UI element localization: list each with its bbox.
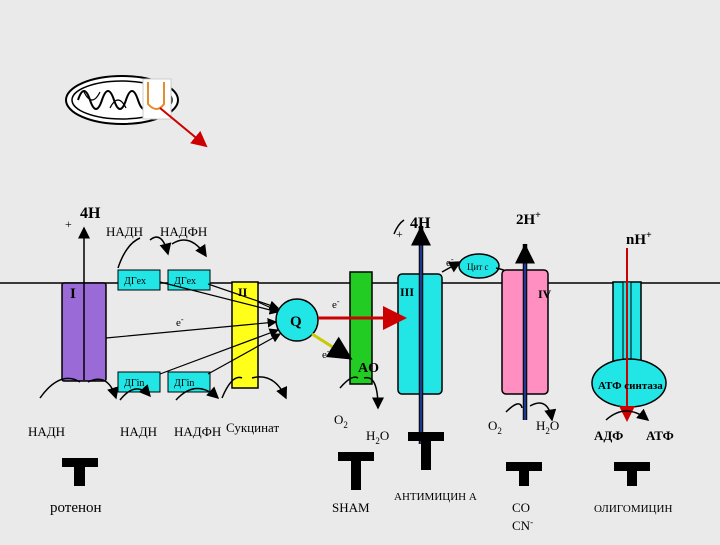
nadh-bottom-label: НАДН (120, 424, 157, 439)
e-cyt-label: e- (446, 255, 454, 269)
oligomycin-label: ОЛИГОМИЦИН (594, 503, 672, 515)
atp-synthase (591, 248, 667, 422)
q-label: Q (290, 314, 302, 330)
sham-inhibitor-icon (338, 452, 374, 490)
dg-in-label-2: ДГin (174, 378, 194, 389)
dg-ex-label-2: ДГex (174, 276, 196, 287)
atp-synthase-label: АТФ синтаза (598, 380, 663, 392)
h2o-right-label: H2O (536, 418, 559, 436)
two-h-label: 2H+ (516, 210, 541, 228)
dg-ex-label-1: ДГex (124, 276, 146, 287)
ao-label: AO (358, 361, 379, 376)
o2-left-label: O2 (334, 412, 348, 430)
nadph-top-label: НАДФН (160, 224, 207, 239)
nadh-bottom-left-label: НАДН (28, 424, 65, 439)
four-h-left-label: 4H (80, 205, 101, 222)
electron-arrow-complex-i (105, 318, 278, 339)
electron-arrow-dg-ex-2 (207, 283, 280, 310)
nh-label: nH+ (626, 230, 652, 248)
e-left-label: e- (176, 315, 184, 329)
nadph-top-arrow (149, 236, 172, 256)
rotenone-inhibitor-icon (62, 458, 98, 486)
adp-label: АДФ (594, 428, 623, 443)
succinate-label: Сукцинат (226, 420, 279, 435)
co-label: CO (512, 500, 530, 515)
e-down-label: e- (322, 347, 330, 361)
mitochondrion-icon (65, 75, 208, 148)
nadh-top-label: НАДН (106, 224, 143, 239)
electron-arrow-dg-in-1 (159, 328, 280, 375)
co-cn-inhibitor-icon (506, 462, 542, 486)
o2-right-label: O2 (488, 418, 502, 436)
cytochrome-c (458, 253, 500, 279)
q-to-ao-arrow (311, 332, 353, 360)
h2o-left-label: H2O (366, 428, 389, 446)
complex-iii-label: III (400, 285, 414, 299)
dg-ex-box-2 (167, 269, 211, 291)
dg-ex-box-1 (117, 269, 161, 291)
ubiquinone-q (275, 298, 319, 342)
antimycin-inhibitor-icon (408, 432, 444, 470)
complex-iv (501, 243, 557, 422)
plus-left-label: + (65, 217, 72, 231)
dg-in-1-arrow (119, 384, 151, 401)
nadh-top-arrow (117, 237, 141, 269)
alternative-oxidase (339, 271, 384, 410)
dg-ex-2-arrow (171, 239, 207, 258)
e-right-label: e- (332, 297, 340, 311)
complex-i (39, 226, 119, 400)
cyt-c-label: Цит с (467, 262, 489, 272)
oligomycin-inhibitor-icon (614, 462, 650, 486)
complex-iii (393, 219, 462, 444)
complex-ii-label: II (238, 285, 248, 299)
antimycin-label: АНТИМИЦИН А (394, 491, 477, 503)
rotenone-label: ротенон (50, 500, 102, 516)
four-h-mid-label: 4H (410, 215, 431, 232)
complex-iv-label: IV (538, 287, 552, 301)
electron-arrow-complex-ii (257, 301, 282, 313)
electron-arrow-dg-in-2 (207, 333, 282, 375)
dg-in-box-2 (167, 371, 211, 393)
dg-in-2-arrow (175, 386, 220, 401)
sham-label: SHAM (332, 500, 370, 515)
electron-arrow-dg-ex-1 (159, 281, 280, 315)
atp-label: АТФ (646, 428, 674, 443)
nadph-bottom-label: НАДФН (174, 424, 221, 439)
dg-in-label-1: ДГin (124, 378, 144, 389)
cn-label: CN- (512, 517, 533, 533)
complex-i-label: I (70, 286, 76, 302)
plus-mid-label: + (396, 227, 403, 241)
